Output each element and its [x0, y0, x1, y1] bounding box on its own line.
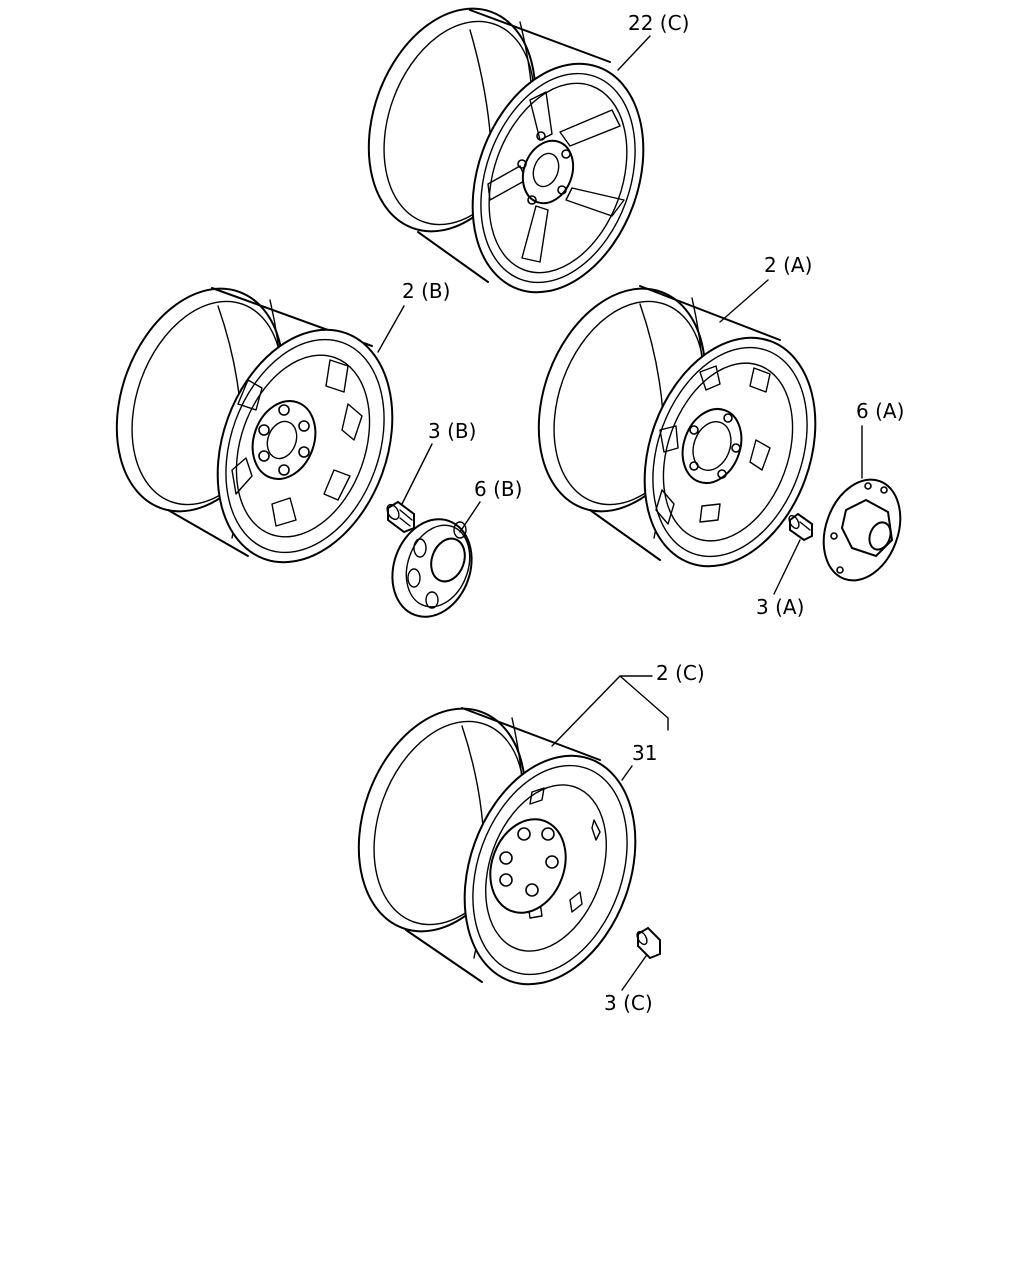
label-2a: 2 (A) — [764, 253, 812, 277]
leader-2b — [377, 305, 405, 353]
center-cap-6b — [391, 518, 473, 618]
alloy-wheel-22c — [367, 7, 645, 294]
label-2c: 2 (C) — [656, 661, 705, 685]
label-2b: 2 (B) — [402, 279, 450, 303]
leader-2c — [551, 675, 669, 747]
label-3a: 3 (A) — [756, 595, 804, 619]
label-22c: 22 (C) — [628, 11, 689, 35]
leader-3c — [621, 955, 647, 991]
leader-3b — [401, 443, 433, 505]
leader-3a — [773, 539, 801, 595]
center-cap-6a — [822, 478, 902, 582]
wheel-nut-3c — [636, 926, 661, 960]
wheel-nut-3a — [788, 512, 813, 542]
leader-2a — [719, 279, 769, 323]
label-6a: 6 (A) — [856, 399, 904, 423]
label-3b: 3 (B) — [428, 419, 476, 443]
leader-31 — [621, 765, 633, 781]
wheel-nut-3b — [386, 500, 415, 534]
leader-6b — [459, 501, 481, 533]
label-31: 31 — [632, 741, 657, 765]
label-6b: 6 (B) — [474, 477, 522, 501]
steel-wheel-2c — [357, 707, 637, 986]
styled-wheel-2b — [115, 287, 394, 564]
label-3c: 3 (C) — [604, 991, 653, 1015]
steel-wheel-2a — [537, 285, 817, 568]
leader-22c — [617, 35, 651, 71]
